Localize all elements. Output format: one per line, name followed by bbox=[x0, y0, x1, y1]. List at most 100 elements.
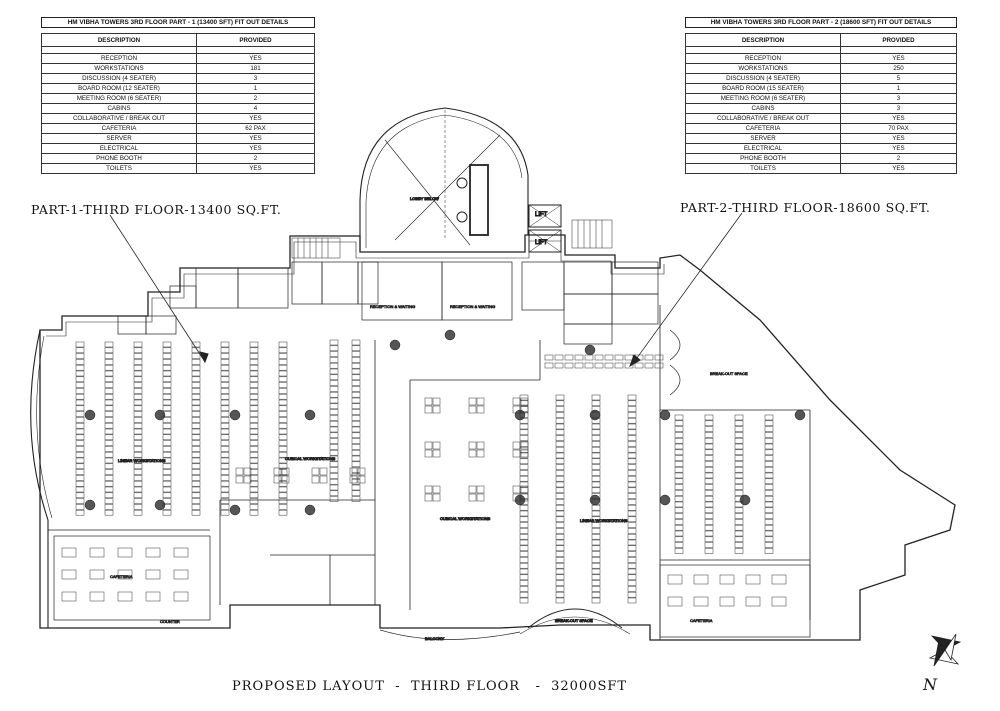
workstation-desk bbox=[117, 547, 133, 558]
workstation-desk bbox=[351, 397, 361, 404]
workstation-desk bbox=[584, 354, 594, 361]
part2-leader-line bbox=[633, 212, 743, 363]
workstation-desk bbox=[162, 347, 172, 354]
workstation-desk bbox=[249, 405, 259, 412]
workstation-desk bbox=[693, 574, 709, 585]
workstation-desk bbox=[764, 524, 774, 531]
workstation-desk bbox=[278, 382, 288, 388]
workstation-desk bbox=[220, 417, 230, 423]
workstation-desk bbox=[351, 415, 361, 421]
workstation-desk bbox=[329, 397, 339, 404]
workstation-desk bbox=[191, 463, 201, 470]
workstation-desk bbox=[162, 469, 172, 475]
part1-col-provided: PROVIDED bbox=[196, 33, 315, 47]
workstation-desk bbox=[476, 397, 485, 406]
workstation-desk bbox=[133, 509, 143, 516]
workstation-desk bbox=[627, 522, 637, 528]
workstation-desk bbox=[104, 475, 114, 481]
workstation-desk bbox=[249, 469, 259, 475]
workstation-desk bbox=[574, 362, 584, 369]
workstation-desk bbox=[162, 440, 172, 446]
workstation-desk bbox=[329, 345, 339, 352]
workstation-desk bbox=[249, 422, 259, 429]
workstation-desk bbox=[278, 370, 288, 377]
workstation-desk bbox=[704, 472, 714, 479]
workstation-desk bbox=[674, 426, 684, 432]
workstation-desk bbox=[243, 475, 252, 484]
workstation-desk bbox=[591, 493, 601, 499]
workstation-desk bbox=[89, 569, 105, 580]
workstation-desk bbox=[75, 353, 85, 359]
workstation-desk bbox=[249, 504, 259, 510]
workstation-desk bbox=[564, 354, 574, 361]
workstation-desk bbox=[162, 399, 172, 406]
workstation-desk bbox=[468, 441, 477, 450]
workstation-desk bbox=[627, 539, 637, 546]
workstation-desk bbox=[145, 547, 161, 558]
bottom-breakout-label: BREAK-OUT SPACE bbox=[555, 618, 593, 623]
workstation-desk bbox=[351, 455, 361, 462]
workstation-desk bbox=[591, 400, 601, 407]
reception-label-1: RECEPTION & WAITING bbox=[370, 304, 415, 309]
workstation-desk bbox=[764, 484, 774, 490]
workstation-desk bbox=[173, 569, 189, 580]
workstation-desk bbox=[61, 569, 77, 580]
workstation-desk bbox=[133, 440, 143, 446]
workstation-desk bbox=[634, 362, 644, 369]
workstation-desk bbox=[220, 359, 230, 365]
breakout-space-label: BREAK-OUT SPACE bbox=[710, 371, 748, 376]
workstation-desk bbox=[704, 455, 714, 461]
workstation-desk bbox=[220, 370, 230, 377]
workstation-desk bbox=[512, 449, 521, 458]
workstation-desk bbox=[667, 574, 683, 585]
workstation-desk bbox=[329, 467, 339, 473]
workstation-desk bbox=[627, 435, 637, 441]
reception-label-2: RECEPTION & WAITING bbox=[450, 304, 495, 309]
workstation-desk bbox=[162, 370, 172, 377]
workstation-desk bbox=[544, 354, 554, 361]
workstation-desk bbox=[594, 362, 604, 369]
workstation-desk bbox=[627, 551, 637, 557]
workstation-desk bbox=[278, 393, 288, 400]
workstation-desk bbox=[734, 530, 744, 537]
workstation-desk bbox=[133, 422, 143, 429]
workstation-desk bbox=[249, 341, 259, 348]
workstation-desk bbox=[249, 451, 259, 458]
workstation-desk bbox=[764, 536, 774, 543]
workstation-desk bbox=[704, 519, 714, 525]
workstation-desk bbox=[220, 469, 230, 475]
workstation-desk bbox=[191, 341, 201, 348]
workstation-desk bbox=[133, 411, 143, 417]
workstation-desk bbox=[191, 364, 201, 371]
part1-leader-line bbox=[109, 214, 206, 363]
workstation-desk bbox=[591, 499, 601, 505]
workstation-desk bbox=[191, 469, 201, 475]
workstation-desk bbox=[75, 370, 85, 377]
workstation-desk bbox=[133, 486, 143, 493]
workstation-desk bbox=[704, 495, 714, 502]
workstation-desk bbox=[591, 533, 601, 540]
workstation-desk bbox=[329, 438, 339, 444]
workstation-desk bbox=[734, 484, 744, 490]
workstation-desk bbox=[519, 522, 529, 528]
workstation-desk bbox=[75, 399, 85, 406]
workstation-desk bbox=[555, 446, 565, 453]
workstation-desk bbox=[764, 507, 774, 514]
workstation-desk bbox=[704, 530, 714, 537]
workstation-desk bbox=[591, 452, 601, 459]
workstation-desk bbox=[351, 420, 361, 427]
workstation-desk bbox=[133, 475, 143, 481]
workstation-desk bbox=[624, 362, 634, 369]
workstation-desk bbox=[75, 376, 85, 383]
workstation-desk bbox=[104, 457, 114, 464]
workstation-desk bbox=[104, 364, 114, 371]
workstation-desk bbox=[555, 504, 565, 511]
workstation-desk bbox=[191, 434, 201, 441]
workstation-desk bbox=[734, 426, 744, 432]
workstation-desk bbox=[555, 539, 565, 546]
workstation-desk bbox=[162, 486, 172, 493]
workstation-desk bbox=[162, 457, 172, 464]
workstation-desk bbox=[519, 533, 529, 540]
workstation-desk bbox=[519, 464, 529, 470]
workstation-desk bbox=[162, 475, 172, 481]
